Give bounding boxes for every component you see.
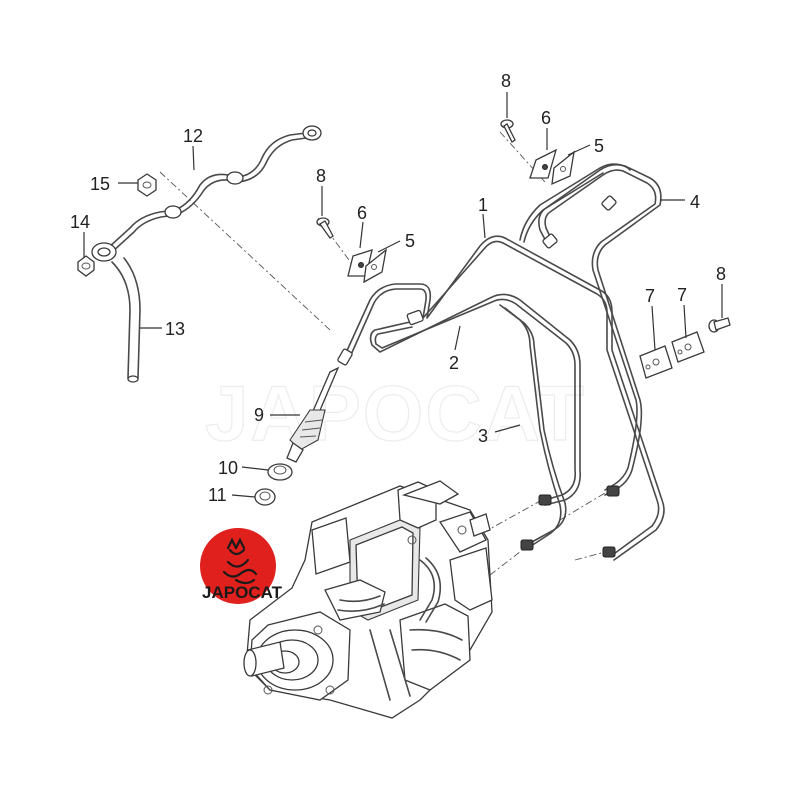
- clamp-5-top: [551, 150, 575, 186]
- pipe-fitting-nuts: [337, 195, 620, 558]
- cat-icon: [222, 537, 258, 585]
- callout-3: 3: [478, 426, 488, 446]
- callout-7-right: 7: [677, 285, 687, 305]
- clip-6-top: [529, 148, 558, 179]
- return-hose: [111, 257, 141, 383]
- callout-15: 15: [90, 174, 110, 194]
- callout-6-middle: 6: [357, 203, 367, 223]
- leader-lines: [83, 92, 723, 498]
- banjo-bolt: [91, 242, 117, 262]
- watermark-text: JAPOCAT: [205, 369, 586, 457]
- injection-pipe-3: [499, 304, 567, 549]
- clamp-7-right: [671, 331, 705, 363]
- callout-8-top: 8: [501, 71, 511, 91]
- washer-11: [254, 488, 276, 506]
- callout-8-right: 8: [716, 264, 726, 284]
- callout-8-middle: 8: [316, 166, 326, 186]
- callout-2: 2: [449, 353, 459, 373]
- logo-text: JAPOCAT: [202, 583, 283, 602]
- callout-1: 1: [478, 195, 488, 215]
- callout-12: 12: [183, 126, 203, 146]
- callout-14: 14: [70, 212, 90, 232]
- callout-5-top: 5: [594, 136, 604, 156]
- callout-7-left: 7: [645, 286, 655, 306]
- callout-4: 4: [690, 192, 700, 212]
- callout-10: 10: [218, 458, 238, 478]
- nut-14: [77, 255, 95, 277]
- clamp-5-middle: [363, 248, 387, 284]
- callout-11: 11: [208, 485, 227, 505]
- injection-pipe-4: [519, 163, 662, 496]
- callout-6-top: 6: [541, 108, 551, 128]
- bolt-8-top: [500, 119, 516, 143]
- injection-pipe-1: [344, 235, 665, 561]
- callout-13: 13: [165, 319, 185, 339]
- washer-10: [267, 463, 293, 481]
- assembly-centerline: [159, 171, 331, 331]
- japocat-logo: JAPOCAT: [200, 528, 283, 604]
- clamp-7-left: [639, 345, 673, 379]
- injection-pipe-2: [369, 293, 582, 506]
- assembly-centerline: [574, 551, 606, 561]
- bolt-8-middle: [316, 217, 334, 239]
- injector-nozzle: [286, 366, 340, 463]
- injection-pump: [243, 480, 493, 719]
- callout-9: 9: [254, 405, 264, 425]
- assembly-centerline: [489, 547, 526, 576]
- leak-off-pipe: [107, 125, 322, 253]
- bolt-8-right: [708, 317, 731, 333]
- nut-15: [137, 173, 157, 197]
- assembly-centerline: [469, 499, 543, 541]
- callout-5-middle: 5: [405, 231, 415, 251]
- assembly-centerline: [559, 489, 611, 521]
